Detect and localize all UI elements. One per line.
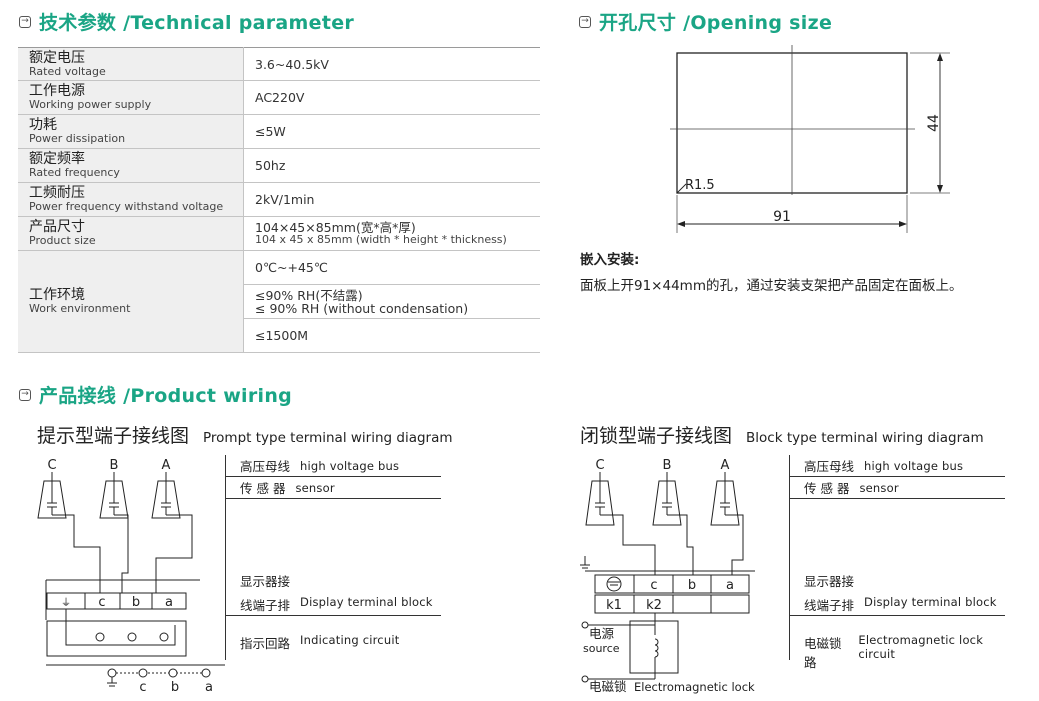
lock-label-cn: 电磁锁 (589, 679, 627, 694)
power-source-label-cn: 电源 (589, 626, 615, 641)
param-label-en: Power dissipation (29, 132, 126, 145)
table-row: ≤90% RH(不结露)≤ 90% RH (without condensati… (18, 284, 540, 319)
param-value: 2kV/1min (255, 192, 315, 207)
phase-label: B (663, 458, 672, 473)
coil-icon (654, 638, 659, 658)
wiring-section-title: → 产品接线 /Product wiring (19, 381, 292, 408)
param-label-en: Working power supply (29, 98, 152, 111)
k-terminal-label: k2 (646, 598, 662, 613)
display-terminal-block (46, 592, 187, 610)
param-label-cn: 工作环境 (29, 287, 85, 303)
terminal-label: b (132, 595, 140, 610)
height-label: 44 (926, 114, 942, 132)
sensor-icon (151, 480, 181, 519)
indicating-circuit-box (46, 620, 187, 657)
terminal-label: c (98, 595, 105, 610)
arrow-box-icon: → (19, 15, 31, 28)
indicator-lamp-icon (95, 632, 105, 642)
bottom-terminal-label: c (139, 680, 146, 695)
param-label-en: Product size (29, 234, 96, 247)
phase-label: C (595, 458, 604, 473)
mount-title: 嵌入安装: (580, 252, 640, 268)
indicator-lamp-icon (127, 632, 137, 642)
terminal-label: a (165, 595, 173, 610)
table-row: ≤1500M (18, 318, 540, 353)
param-label-en: Rated voltage (29, 64, 106, 78)
block-wiring-diagram: C B A c b a k1 k2 电源 (580, 458, 755, 694)
electromagnetic-lock-box (629, 620, 679, 674)
prompt-diagram-title: 提示型端子接线图 Prompt type terminal wiring dia… (37, 425, 453, 447)
ground-terminal-icon (606, 576, 622, 592)
terminal-label: b (688, 578, 696, 593)
param-value-en: ≤ 90% RH (without condensation) (255, 300, 469, 316)
radius-label: R1.5 (685, 178, 715, 193)
phase-label: A (721, 458, 730, 473)
param-value-en: 104 x 45 x 85mm (width * height * thickn… (255, 233, 507, 246)
param-label-en: Rated frequency (29, 166, 120, 179)
block-diagram-title: 闭锁型端子接线图 Block type terminal wiring diag… (580, 425, 984, 447)
phase-label: A (162, 458, 171, 473)
bottom-terminal-label: a (205, 680, 213, 695)
param-value: 0℃~+45℃ (255, 260, 328, 275)
terminal-label: a (726, 578, 734, 593)
param-label-en: Work environment (29, 302, 131, 315)
display-terminal-block (594, 574, 750, 594)
param-label-cn: 产品尺寸 (29, 219, 85, 235)
sensor-icon (585, 480, 615, 526)
arrow-box-icon: → (19, 388, 31, 401)
param-value: 50hz (255, 158, 286, 173)
param-value: ≤90% RH(不结露) (255, 287, 363, 303)
phase-label: B (110, 458, 119, 473)
phase-label: C (47, 458, 56, 473)
power-source-label-en: source (583, 642, 620, 655)
param-label-cn: 额定电压 (29, 49, 85, 66)
mount-text: 面板上开91×44mm的孔，通过安装支架把产品固定在面板上。 (580, 278, 963, 294)
arrow-box-icon: → (579, 15, 591, 28)
opening-size-drawing: 44 91 R1.5 (670, 45, 950, 233)
param-label-en: Power frequency withstand voltage (29, 200, 224, 213)
indicator-lamp-icon (159, 632, 169, 642)
opening-section-title: → 开孔尺寸 /Opening size (579, 8, 832, 35)
sensor-icon (37, 480, 67, 519)
prompt-wiring-diagram: C B A ⏚ c b a c b a (37, 458, 225, 695)
param-label-cn: 额定频率 (29, 151, 85, 167)
bottom-terminal-label: b (171, 680, 179, 695)
param-label-cn: 工频耐压 (29, 185, 85, 201)
ground-symbol: ⏚ (61, 597, 71, 609)
param-value: ≤1500M (255, 328, 309, 343)
param-value: AC220V (255, 90, 305, 105)
lock-terminal-block (594, 594, 750, 614)
param-label-cn: 功耗 (29, 117, 57, 133)
param-label-cn: 工作电源 (29, 83, 85, 99)
param-value: 104×45×85mm(宽*高*厚) (255, 220, 416, 235)
sensor-icon (652, 480, 682, 526)
param-value: 3.6~40.5kV (255, 56, 329, 72)
terminal-label: c (650, 578, 657, 593)
k-terminal-label: k1 (606, 598, 622, 613)
lock-label-en: Electromagnetic lock (634, 680, 755, 694)
param-value: ≤5W (255, 124, 286, 139)
width-label: 91 (773, 209, 791, 225)
technical-section-title: → 技术参数 /Technical parameter (19, 8, 354, 35)
sensor-icon (710, 480, 740, 526)
